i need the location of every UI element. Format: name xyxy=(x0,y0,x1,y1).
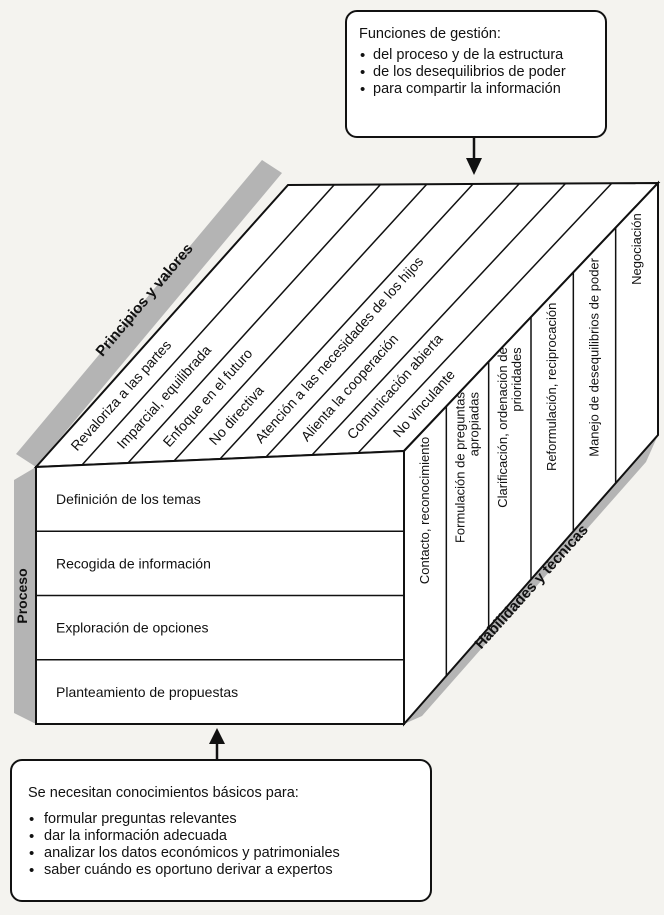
skill-label-line: Formulación de preguntas xyxy=(453,392,468,544)
skill-label-line: Clarificación, ordenación de xyxy=(495,347,510,507)
skill-label-line: Manejo de desequilibrios de poder xyxy=(587,257,602,456)
management-functions-box: Funciones de gestión: del proceso y de l… xyxy=(345,10,607,138)
basic-knowledge-item: formular preguntas relevantes xyxy=(29,811,420,828)
basic-knowledge-title: Se necesitan conocimientos básicos para: xyxy=(28,785,299,801)
basic-knowledge-item: dar la información adecuada xyxy=(29,828,420,845)
principle-divider xyxy=(173,183,428,462)
skill-label-line: prioridades xyxy=(509,347,524,412)
basic-knowledge-item: saber cuándo es oportuno derivar a exper… xyxy=(29,862,420,879)
skill-label: Clarificación, ordenación deprioridades xyxy=(495,347,524,508)
principle-divider xyxy=(265,183,520,458)
process-dividers xyxy=(36,530,404,661)
process-step-label: Definición de los temas xyxy=(56,491,201,507)
basic-knowledge-list: formular preguntas relevantes dar la inf… xyxy=(28,811,420,879)
skill-label: Manejo de desequilibrios de poder xyxy=(587,257,602,456)
process-step-label: Recogida de información xyxy=(56,555,211,571)
basic-knowledge-box: Se necesitan conocimientos básicos para:… xyxy=(10,759,432,902)
management-function-item: para compartir la información xyxy=(360,81,595,98)
management-function-item: de los desequilibrios de poder xyxy=(360,64,595,81)
principle-divider xyxy=(81,184,335,466)
process-band-label: Proceso xyxy=(14,568,30,623)
principle-divider xyxy=(357,182,613,454)
principle-divider xyxy=(219,183,474,460)
skill-label: Contacto, reconocimiento xyxy=(417,437,432,584)
skill-label-line: Contacto, reconocimiento xyxy=(417,437,432,584)
process-step-label: Exploración de opciones xyxy=(56,620,209,636)
process-step-label: Planteamiento de propuestas xyxy=(56,684,238,700)
skills-labels: Contacto, reconocimiento Formulación de p… xyxy=(417,213,644,584)
basic-knowledge-item: analizar los datos económicos y patrimon… xyxy=(29,845,420,862)
management-functions-title: Funciones de gestión: xyxy=(359,26,501,42)
skill-label-line: Negociación xyxy=(629,213,644,285)
skill-label: Reformulación, reciprocación xyxy=(544,303,559,471)
principles-band xyxy=(16,160,282,467)
skill-label: Negociación xyxy=(629,213,644,285)
principle-divider xyxy=(127,183,382,464)
skill-label-line: apropiadas xyxy=(467,392,482,457)
skill-label: Formulación de preguntasapropiadas xyxy=(453,392,482,544)
management-function-item: del proceso y de la estructura xyxy=(360,47,595,64)
principle-divider xyxy=(311,182,567,456)
management-functions-list: del proceso y de la estructura de los de… xyxy=(359,47,595,98)
principles-dividers xyxy=(81,182,613,466)
arrow-down-head xyxy=(466,158,482,175)
process-band xyxy=(14,467,36,724)
arrow-up-head xyxy=(209,728,225,744)
skills-dividers xyxy=(445,227,617,676)
skill-label-line: Reformulación, reciprocación xyxy=(544,303,559,471)
